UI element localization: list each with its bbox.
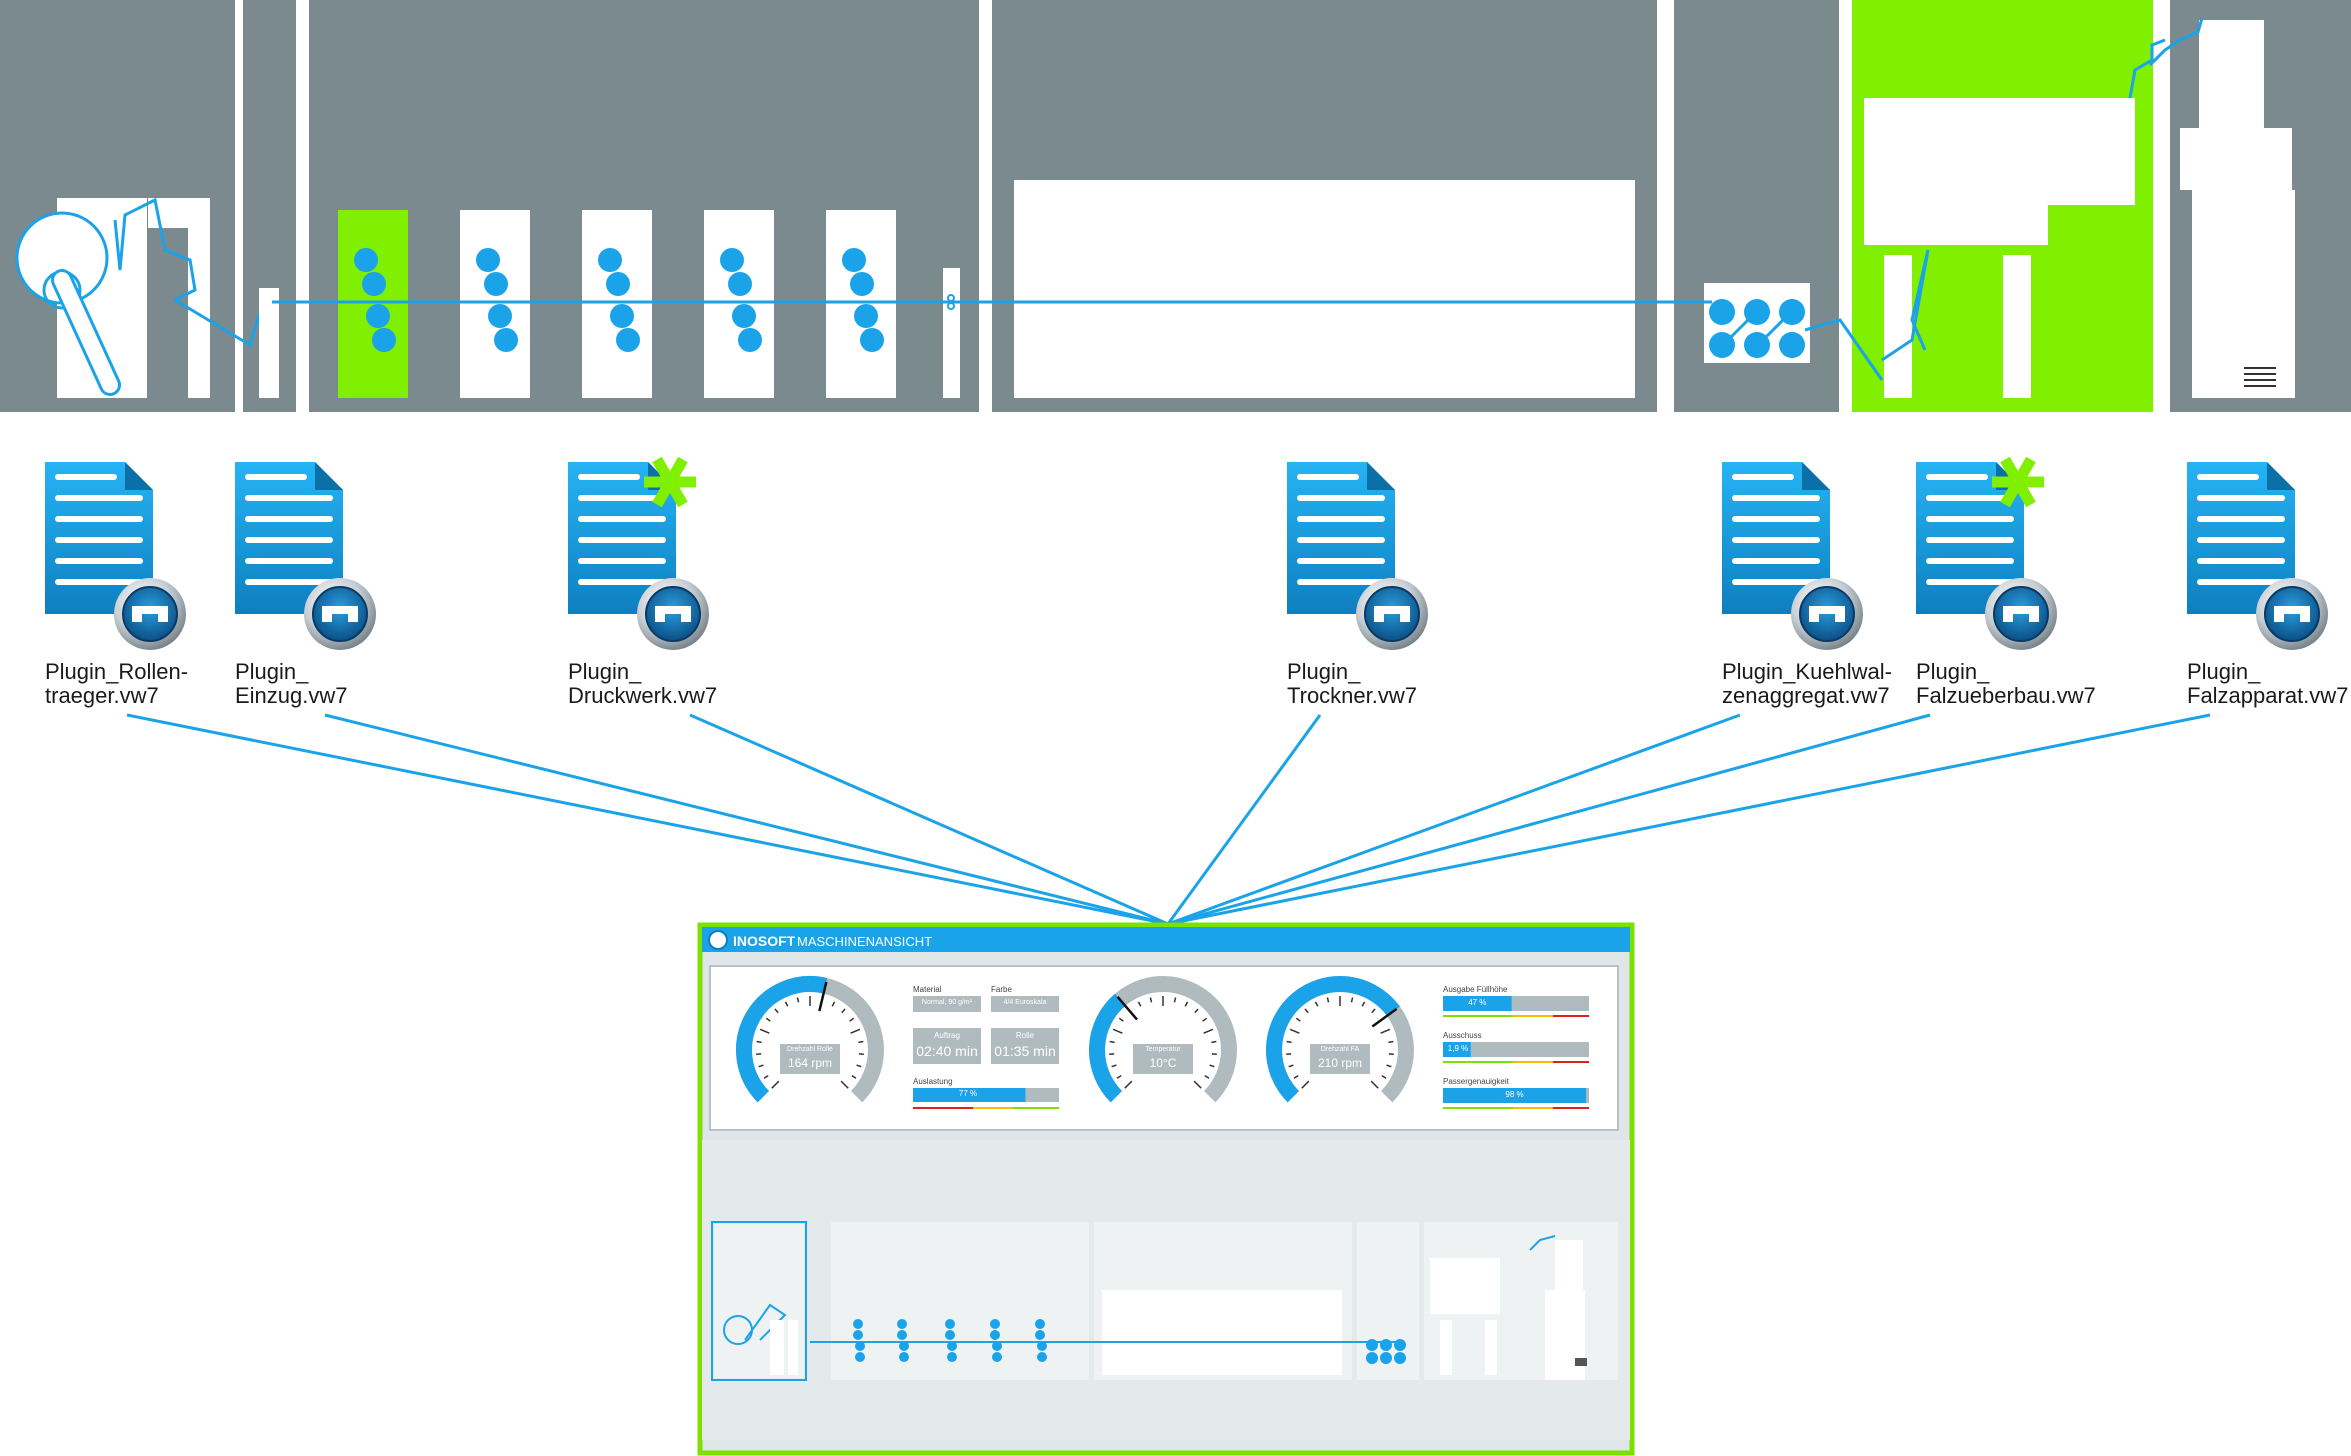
plugin-caption-line2: Falzapparat.vw7 [2187,683,2349,708]
modified-asterisk-icon [1992,456,2044,508]
plugin-caption-line2: Einzug.vw7 [235,683,348,708]
plugin-caption-7: Plugin_Falzapparat.vw7 [2187,660,2348,708]
status-bar-1 [1443,996,1589,1017]
mini-machine-view [711,1221,1618,1381]
status-bar-value: 47 % [1468,998,1487,1007]
plugin-caption-line1: Plugin_ [1287,659,1361,684]
falzueberbau-drawing [1864,38,2166,398]
plugin-caption-3: Plugin_Druckwerk.vw7 [568,660,717,708]
dashboard-brand: INOSOFT [733,933,796,949]
plugin-caption-line2: Druckwerk.vw7 [568,683,718,708]
web-path-exit [1804,318,1884,381]
gauges-layer [736,976,1414,1103]
plugin-icon-4[interactable] [1287,462,1428,650]
gauge-needle [1116,995,1138,1021]
plugin-caption-line1: Plugin_ [1916,659,1990,684]
kuehlwalzen-drawing [1704,283,1810,363]
plugin-caption-line2: traeger.vw7 [45,683,159,708]
plugin-icon-5[interactable] [1722,462,1863,650]
plugin-caption-line2: zenaggregat.vw7 [1722,683,1890,708]
rolle-box [991,1028,1059,1064]
druck-unit-2 [460,210,530,398]
farbe-box [991,996,1059,1012]
plugin-caption-line2: Trockner.vw7 [1287,683,1418,708]
trockner-drawing [1014,180,1635,398]
plugin-caption-line1: Plugin_ [235,659,309,684]
auslastung-fill [913,1088,1026,1102]
gauge-value: 164 rpm [787,1056,833,1070]
machine-strip [0,0,2351,412]
plugin-icon-3[interactable] [568,456,709,650]
dashboard-title: MASCHINENANSICHT [797,934,933,949]
plugin-caption-1: Plugin_Rollen-traeger.vw7 [45,660,188,708]
status-bar-value: 98 % [1505,1090,1524,1099]
status-bar-value: 1,9 % [1447,1044,1469,1053]
status-bar-label: Ausschuss [1443,1031,1482,1040]
plugin-caption-6: Plugin_Falzueberbau.vw7 [1916,660,2096,708]
plugin-caption-line1: Plugin_Rollen- [45,659,189,684]
gauge-value: 10°C [1149,1056,1177,1070]
plugin-caption-4: Plugin_Trockner.vw7 [1287,660,1417,708]
druckwerk-units [338,210,960,398]
info-panel [913,996,1059,1109]
rollentraeger-drawing [15,197,274,398]
status-bar-label: Ausgabe Füllhöhe [1443,985,1508,994]
gauge-label: Drehzahl FA [1320,1046,1360,1053]
auftrag-value: 02:40 min [916,1043,978,1059]
plugin-caption-line1: Plugin_ [568,659,642,684]
gauge-needle [1371,1007,1398,1028]
material-value: Normal, 90 g/m² [921,999,973,1006]
plugin-icon-1[interactable] [45,462,186,650]
status-bar-2 [1443,1042,1589,1063]
gauge-3 [1266,976,1414,1103]
modified-asterisk-icon [644,456,696,508]
material-box [913,996,981,1012]
plugin-icon-6[interactable] [1916,456,2057,650]
farbe-label: Farbe [991,985,1012,994]
status-bars [1443,996,1589,1109]
gauge-label: Drehzahl Rolle [787,1046,833,1053]
gauge-2 [1089,976,1237,1103]
rolle-value: 01:35 min [994,1043,1056,1059]
inosoft-logo-icon [708,930,728,950]
plugin-icon-7[interactable] [2187,462,2328,650]
status-bar-3 [1443,1088,1589,1109]
status-bar-label: Passergenauigkeit [1443,1077,1509,1086]
gauge-needle [818,981,828,1012]
farbe-value: 4/4 Euroskala [1003,999,1047,1006]
druck-unit-3 [582,210,652,398]
falzapparat-drawing [2148,17,2295,398]
druck-unit-4 [704,210,774,398]
plugin-caption-line1: Plugin_ [2187,659,2261,684]
connector-lines [126,713,2211,926]
einzug-drawing [259,288,279,398]
gauge-1 [736,976,884,1103]
plugin-caption-line1: Plugin_Kuehlwal- [1722,659,1892,684]
rolle-label: Rolle [1015,1031,1035,1040]
plugin-icon-2[interactable] [235,462,376,650]
plugin-caption-line2: Falzueberbau.vw7 [1916,683,2096,708]
gauge-value: 210 rpm [1317,1056,1363,1070]
dashboard-titlebar [702,927,1630,952]
auftrag-label: Auftrag [934,1031,960,1040]
auftrag-box [913,1028,981,1064]
druck-unit-5 [826,210,896,398]
gauge-label: Temperatur [1145,1046,1181,1053]
material-label: Material [913,985,942,994]
auslastung-value: 77 % [958,1089,978,1098]
plugin-caption-5: Plugin_Kuehlwal-zenaggregat.vw7 [1722,660,1892,708]
plugins-layer [45,456,2328,650]
auslastung-label: Auslastung [913,1077,953,1086]
plugin-caption-2: Plugin_Einzug.vw7 [235,660,348,708]
druck-unit-1 [338,210,408,398]
